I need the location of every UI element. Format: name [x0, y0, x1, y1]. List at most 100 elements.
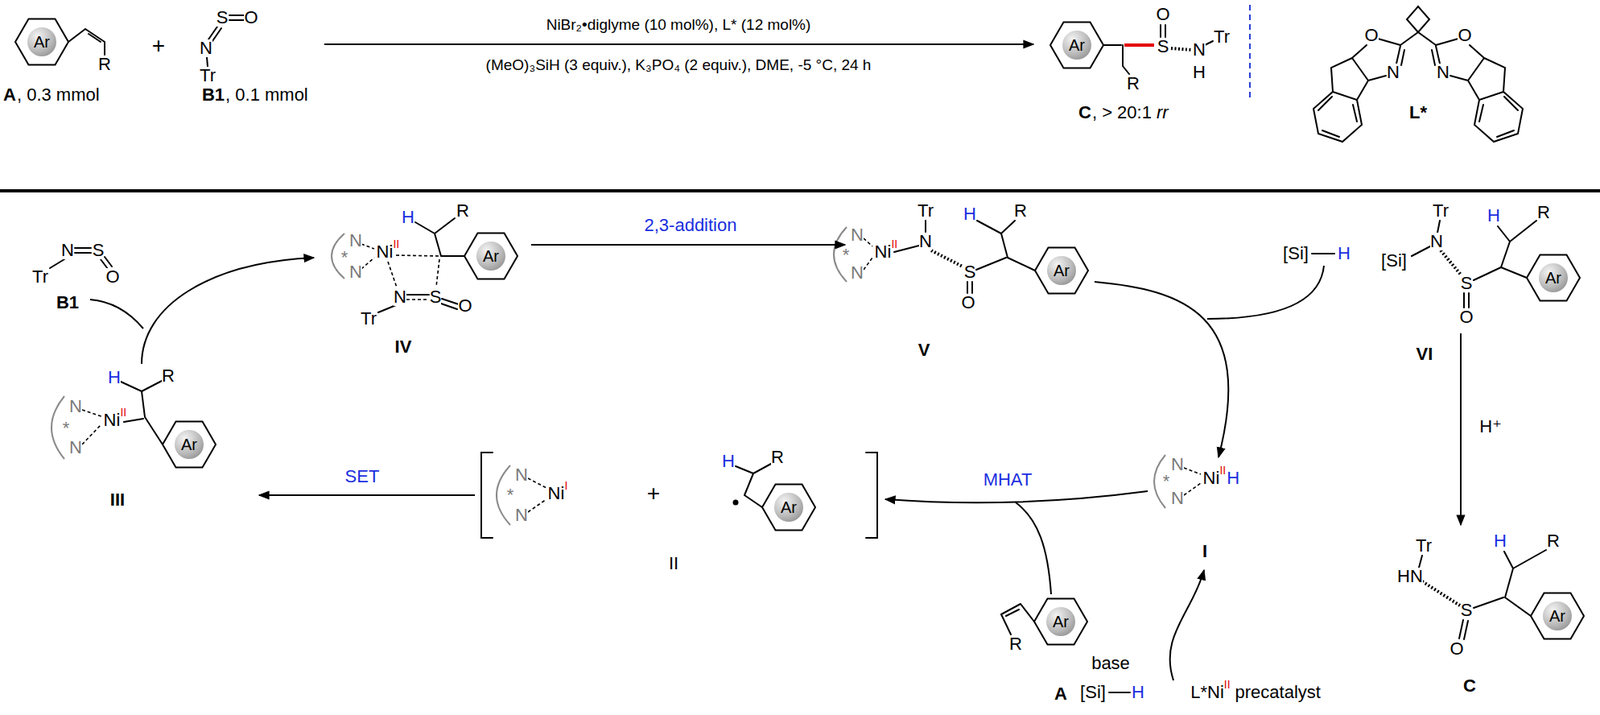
chem-text: O [1155, 5, 1170, 24]
chem-text: O [960, 293, 975, 312]
chem-text: Tr [1213, 28, 1230, 46]
reaction-arrow [141, 257, 314, 364]
aryl-sphere: Ar [27, 27, 57, 57]
chem-text: Ni [548, 484, 565, 503]
chem-text: SET [345, 467, 380, 486]
chem-text: II [890, 238, 898, 250]
chem-text: (MeO)₃SiH (3 equiv.), K₃PO₄ (2 equiv.), … [486, 57, 872, 73]
partial-bond [863, 238, 873, 270]
chem-text: IV [395, 338, 413, 356]
chem-text: H [1493, 531, 1507, 550]
chem-text: Ni [1203, 469, 1221, 487]
aryl-label: Ar [1068, 37, 1085, 54]
reaction-arrow [90, 44, 1461, 681]
benzene-ring [15, 18, 69, 65]
chem-text: R [1009, 635, 1023, 653]
aryl-sphere: Ar [1542, 601, 1572, 631]
aryl-sphere: Ar [1538, 263, 1568, 293]
benzene-ring [162, 420, 216, 467]
chem-text: 2,3-addition [644, 216, 738, 235]
reaction-arrow [324, 43, 1034, 46]
section-rule [0, 189, 1600, 193]
chem-text: N [349, 231, 363, 250]
chem-text: H [1131, 683, 1145, 702]
chem-text: N [515, 465, 528, 484]
bond-line [735, 463, 772, 508]
chem-text: N [1430, 232, 1444, 251]
chem-text: * [507, 486, 515, 504]
bond-line [1313, 91, 1362, 142]
bond-line [1479, 96, 1518, 137]
chem-text: H [1226, 469, 1240, 487]
aryl-label: Ar [1549, 607, 1566, 624]
hashed-bond [1422, 581, 1460, 606]
chem-text: NiBr₂•diglyme (10 mol%), L* (12 mol%) [546, 16, 812, 33]
chem-text: H [1487, 206, 1501, 225]
chem-text: * [341, 248, 349, 267]
reaction-arrow [1015, 502, 1052, 594]
chem-text: , 0.1 mmol [225, 86, 309, 104]
bond-line [1406, 6, 1430, 33]
chem-text: H [963, 205, 977, 223]
aryl-label: Ar [33, 33, 50, 50]
dashed-separator [1249, 4, 1251, 99]
hashed-bond [1171, 48, 1192, 50]
chem-text: O [1449, 639, 1464, 658]
chem-text: N [1386, 63, 1400, 82]
aryl-label: Ar [1052, 613, 1069, 630]
chem-text: Tr [1432, 202, 1449, 220]
aryl-sphere: Ar [476, 241, 506, 271]
chem-text: Tr [1415, 536, 1432, 555]
radical-dot [733, 499, 739, 506]
aryl-sphere: Ar [774, 492, 804, 522]
chem-text: Tr [32, 268, 49, 286]
chem-text: N [349, 263, 363, 281]
chem-text: H [107, 368, 121, 387]
reaction-arrow [531, 243, 846, 246]
aryl-label: Ar [780, 498, 797, 516]
chem-text: N [393, 288, 407, 306]
chem-text: + [152, 34, 165, 58]
chem-text: A [3, 86, 17, 104]
chem-text: R [1537, 203, 1551, 222]
chem-text: B1 [202, 86, 225, 104]
chem-text: Ni [103, 411, 121, 429]
chem-text: N [69, 438, 83, 457]
chem-text: N [1171, 455, 1184, 474]
bond-line [68, 28, 105, 55]
chem-text: O [243, 8, 258, 27]
chem-text: II [119, 406, 127, 418]
chem-text: , 0.3 mmol [16, 86, 100, 104]
chem-text: MHAT [983, 470, 1033, 489]
chem-text: L* [1409, 103, 1427, 122]
chem-text: R [1126, 74, 1140, 93]
chem-text: I [1202, 542, 1208, 561]
aryl-label: Ar [482, 247, 499, 264]
chem-text: [Si] [1381, 251, 1407, 270]
aryl-label: Ar [1545, 269, 1562, 286]
chem-text: [Si] [1080, 683, 1106, 702]
chem-text: R [1014, 202, 1027, 220]
chem-text: S [429, 288, 442, 306]
bond-line [120, 380, 163, 445]
benzene-ring [15, 18, 1584, 644]
bond-line [481, 452, 878, 538]
benzene-ring [1530, 592, 1584, 639]
chem-text: * [62, 419, 71, 438]
chem-text: Ni [376, 243, 394, 261]
benzene-ring [464, 232, 518, 279]
chem-text: HN [1397, 567, 1423, 586]
chem-text: base [1091, 654, 1130, 673]
chem-text: VI [1416, 345, 1434, 363]
chem-text: C [1078, 103, 1092, 122]
bond-line [1418, 549, 1547, 640]
chem-text: precatalyst [1235, 683, 1321, 702]
chem-text: II [668, 554, 679, 573]
chem-text: N [1436, 63, 1450, 82]
aryl-label: Ar [1053, 262, 1070, 279]
chem-text: Ni [874, 243, 892, 261]
bond-line [1311, 220, 1537, 308]
chem-text: R [456, 202, 470, 220]
partial-bond [527, 478, 547, 512]
